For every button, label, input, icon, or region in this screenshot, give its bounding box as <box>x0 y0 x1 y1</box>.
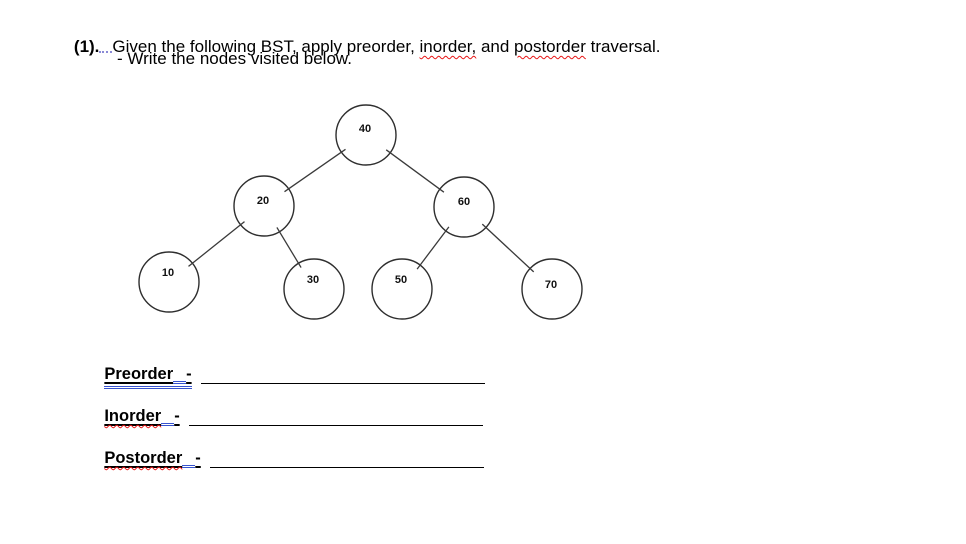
inorder-label-hyphen: - <box>174 407 180 425</box>
postorder-label-word: Postorder <box>104 449 183 467</box>
title-text-segment: traversal. <box>585 37 661 56</box>
question-title: (1). Given the following BST, apply preor… <box>55 14 661 80</box>
inorder-grammar-double-underline <box>161 416 175 426</box>
node-value-50: 50 <box>395 274 407 286</box>
node-value-40: 40 <box>359 123 371 135</box>
tree-edge-20-30 <box>276 227 302 268</box>
misspelled-word-inorder: inorder, <box>419 37 477 56</box>
postorder-answer-blank[interactable] <box>209 466 484 468</box>
title-text-segment: and <box>476 37 515 56</box>
node-circle-20 <box>233 175 295 237</box>
misspelled-word-postorder: postorder <box>514 37 586 56</box>
tree-edge-60-50 <box>416 226 450 270</box>
node-circle-70 <box>521 258 583 320</box>
postorder-grammar-double-underline <box>182 458 196 468</box>
node-value-20: 20 <box>257 195 269 207</box>
postorder-label: Postorder- <box>104 449 201 468</box>
preorder-answer-blank[interactable] <box>200 382 485 384</box>
postorder-label-hyphen: - <box>195 449 201 467</box>
tree-edge-40-20 <box>284 148 346 193</box>
node-value-30: 30 <box>307 274 319 286</box>
node-value-60: 60 <box>458 196 470 208</box>
title-text-segment: Given the following BST, apply preorder, <box>112 37 420 56</box>
tree-edge-60-70 <box>481 223 535 273</box>
node-circle-40 <box>335 104 397 166</box>
spacing-grammar-dotted-underline <box>99 49 113 53</box>
preorder-label-word: Preorder <box>104 365 174 383</box>
inorder-label-word: Inorder <box>104 407 162 425</box>
inorder-row: Inorder- <box>86 388 483 445</box>
node-circle-60 <box>433 176 495 238</box>
tree-edge-20-10 <box>188 221 245 267</box>
node-circle-30 <box>283 258 345 320</box>
preorder-label: Preorder- <box>104 365 192 389</box>
question-number: (1). <box>73 37 100 56</box>
preorder-label-hyphen: - <box>186 365 192 383</box>
inorder-label: Inorder- <box>104 407 180 426</box>
postorder-row: Postorder- <box>86 430 484 487</box>
inorder-answer-blank[interactable] <box>188 424 483 426</box>
node-circle-10 <box>138 251 200 313</box>
node-value-70: 70 <box>545 279 557 291</box>
instruction-text: - Write the nodes visited below. <box>117 49 352 68</box>
node-value-10: 10 <box>162 267 174 279</box>
node-circle-50 <box>371 258 433 320</box>
preorder-row: Preorder- <box>86 346 485 408</box>
preorder-grammar-double-underline <box>173 374 187 384</box>
tree-edge-40-60 <box>385 149 445 193</box>
